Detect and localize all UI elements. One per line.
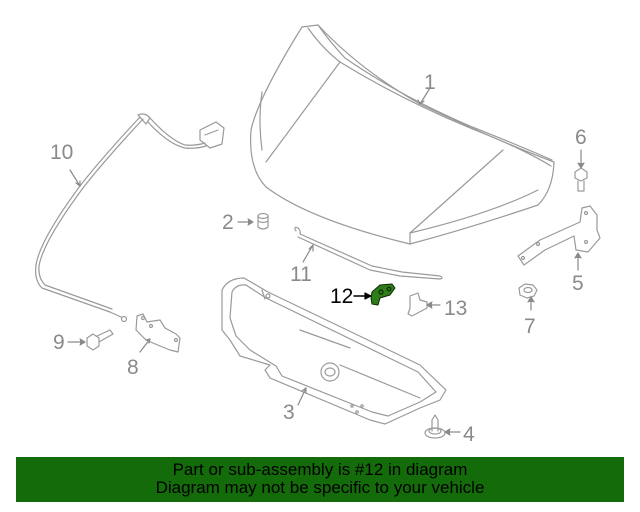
insulator-clip-drawing: [424, 414, 461, 439]
callout-7[interactable]: 7: [524, 315, 536, 338]
prop-rod-holder-drawing: [407, 292, 441, 317]
callout-1[interactable]: 1: [424, 71, 436, 94]
callout-11[interactable]: 11: [290, 263, 312, 286]
hood-insulator-drawing: [221, 277, 447, 425]
parts-diagram: 1 2 3 4 5 6 7 8 9 10 11 12 13: [35, 24, 601, 446]
hood-hinge-drawing: [517, 205, 601, 271]
hinge-bolt-drawing: [574, 149, 588, 192]
part-info-banner: Part or sub-assembly is #12 in diagram D…: [16, 457, 624, 502]
nut-drawing: [518, 283, 538, 311]
bumper-stop-drawing: [237, 212, 269, 230]
callout-2[interactable]: 2: [222, 211, 234, 234]
leader-1: [419, 87, 431, 105]
callout-4[interactable]: 4: [463, 423, 475, 446]
latch-bolt-drawing: [67, 329, 114, 351]
banner-line-2: Diagram may not be specific to your vehi…: [155, 478, 485, 497]
release-cable-drawing: [35, 113, 225, 323]
callout-5[interactable]: 5: [572, 272, 584, 295]
callout-13[interactable]: 13: [444, 297, 468, 320]
callout-12[interactable]: 12: [330, 285, 354, 308]
prop-rod-bracket-drawing: [353, 283, 396, 306]
callout-10[interactable]: 10: [50, 141, 74, 164]
hood-latch-drawing: [135, 313, 181, 353]
callout-3[interactable]: 3: [283, 401, 295, 424]
prop-rod-drawing: [294, 226, 443, 280]
callout-6[interactable]: 6: [575, 126, 587, 149]
banner-line-1: Part or sub-assembly is #12 in diagram: [172, 460, 468, 479]
callout-9[interactable]: 9: [53, 331, 65, 354]
hood-panel-drawing: [249, 24, 555, 245]
callout-8[interactable]: 8: [127, 356, 139, 379]
